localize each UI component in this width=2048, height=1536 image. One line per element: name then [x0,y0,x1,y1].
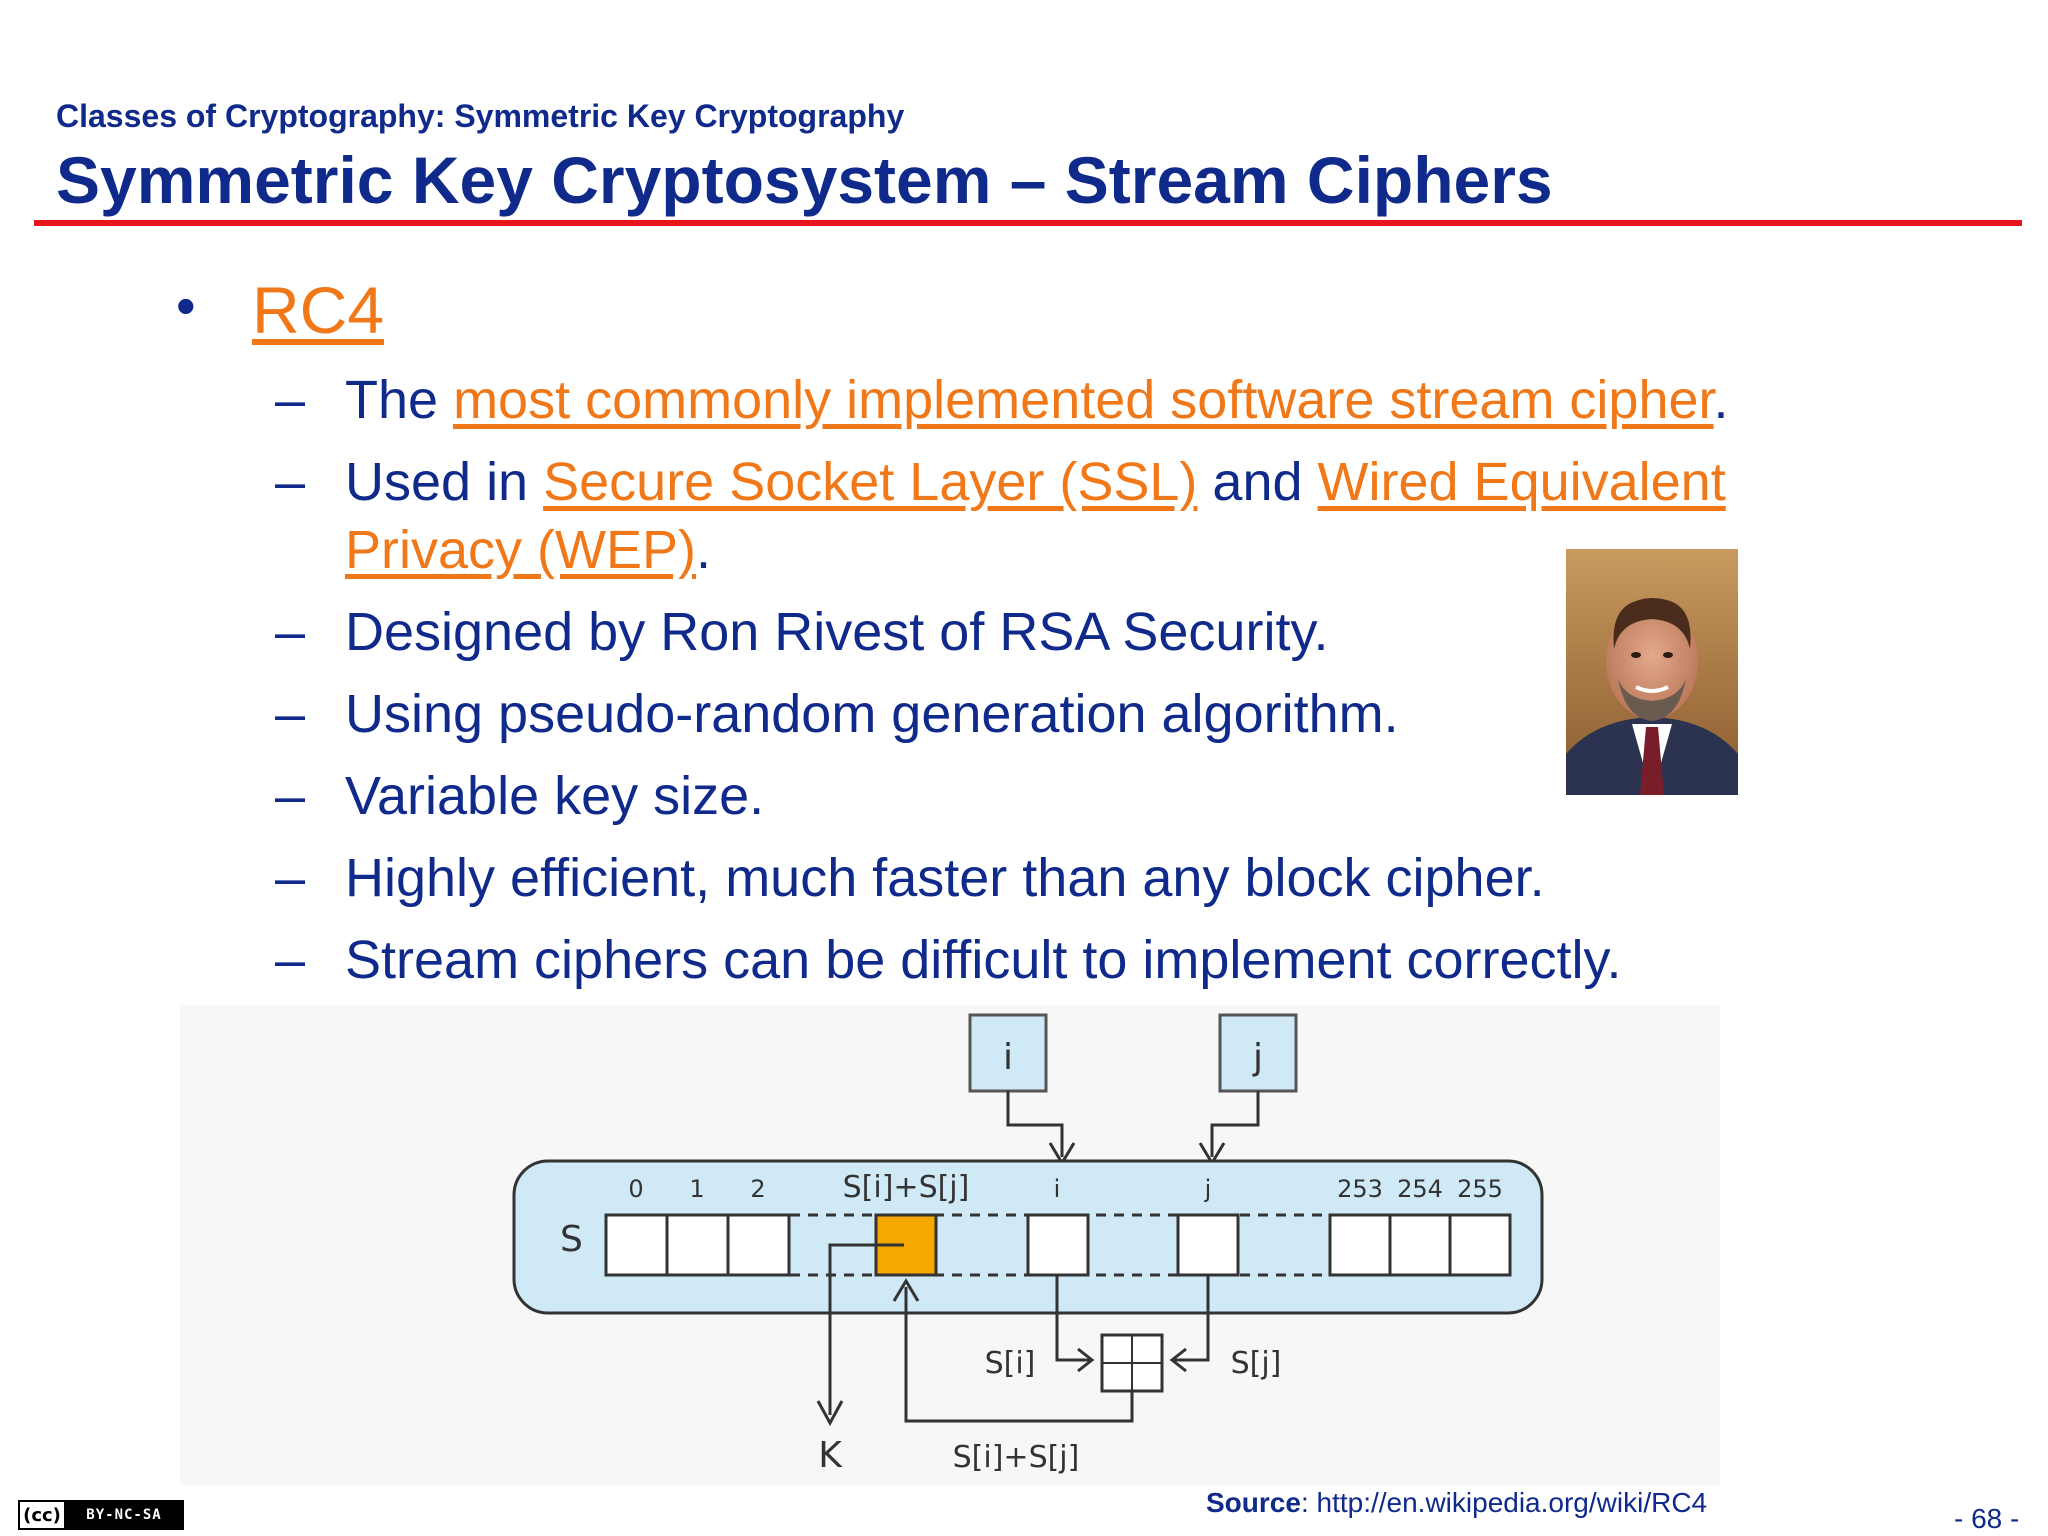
index-label: 2 [750,1175,765,1203]
dash: – [275,766,306,826]
subitem-text: Stream ciphers can be difficult to imple… [345,930,1622,990]
license-text: BY-NC-SA [66,1502,182,1528]
dash: – [275,370,306,430]
portrait-photo [1566,549,1738,795]
subitem-text: Used in Secure Socket Layer (SSL) and Wi… [345,452,1726,580]
index-label-i: i [1054,1175,1061,1203]
dash: – [275,684,306,744]
subitem-text: The most commonly implemented software s… [345,370,1729,430]
k-label: K [818,1435,843,1476]
index-label: 254 [1397,1175,1443,1203]
title-rule [34,220,2022,226]
slide-kicker: Classes of Cryptography: Symmetric Key C… [56,98,905,134]
s-cell [665,1213,730,1277]
s-label: S [560,1219,583,1260]
i-register-box [968,1013,1048,1093]
index-label-sum: S[i]+S[j] [843,1170,970,1205]
subitem-text: Variable key size. [345,766,765,826]
j-register-label: j [1252,1037,1263,1078]
index-label-j: j [1204,1175,1212,1203]
dash: – [275,930,306,990]
cc-license-badge[interactable]: (cc) BY-NC-SA [18,1500,184,1530]
rc4-link[interactable]: RC4 [252,273,385,347]
dash: – [275,452,306,512]
subitem-text: Highly efficient, much faster than any b… [345,848,1545,908]
si-label: S[i] [985,1346,1036,1381]
dash: – [275,602,306,662]
j-register-box [1218,1013,1298,1093]
sum-label: S[i]+S[j] [953,1440,1080,1475]
stream-cipher-link[interactable]: most commonly implemented software strea… [453,370,1714,430]
index-label: 0 [628,1175,643,1203]
s-cell [1388,1213,1452,1277]
slide-title: Symmetric Key Cryptosystem – Stream Ciph… [56,143,1553,217]
sj-label: S[j] [1231,1346,1282,1381]
cc-logo-icon: (cc) [20,1502,66,1528]
dash: – [275,848,306,908]
source-citation: Source: http://en.wikipedia.org/wiki/RC4 [1206,1487,1708,1518]
ssl-link[interactable]: Secure Socket Layer (SSL) [543,452,1198,512]
subitem-text: Using pseudo-random generation algorithm… [345,684,1399,744]
index-label: 1 [689,1175,704,1203]
bullet-marker: • [176,274,196,337]
rc4-diagram: i j S 0 1 2 S[i]+S[j] i j 253 254 255 [180,1005,1720,1485]
wep-link[interactable]: Wired Equivalent Privacy (WEP) [345,452,1726,580]
page-number: - 68 - [1954,1503,2020,1534]
s-cell [1448,1213,1512,1277]
i-register-label: i [1003,1037,1013,1078]
s-cell [1328,1213,1392,1277]
index-label: 255 [1457,1175,1503,1203]
s-cell-j [1176,1213,1240,1277]
s-cell [726,1213,791,1277]
s-cell [604,1213,669,1277]
s-cell-i [1026,1213,1090,1277]
subitem-text: Designed by Ron Rivest of RSA Security. [345,602,1329,662]
index-label: 253 [1337,1175,1383,1203]
bullet-rc4: • RC4 [176,272,384,348]
